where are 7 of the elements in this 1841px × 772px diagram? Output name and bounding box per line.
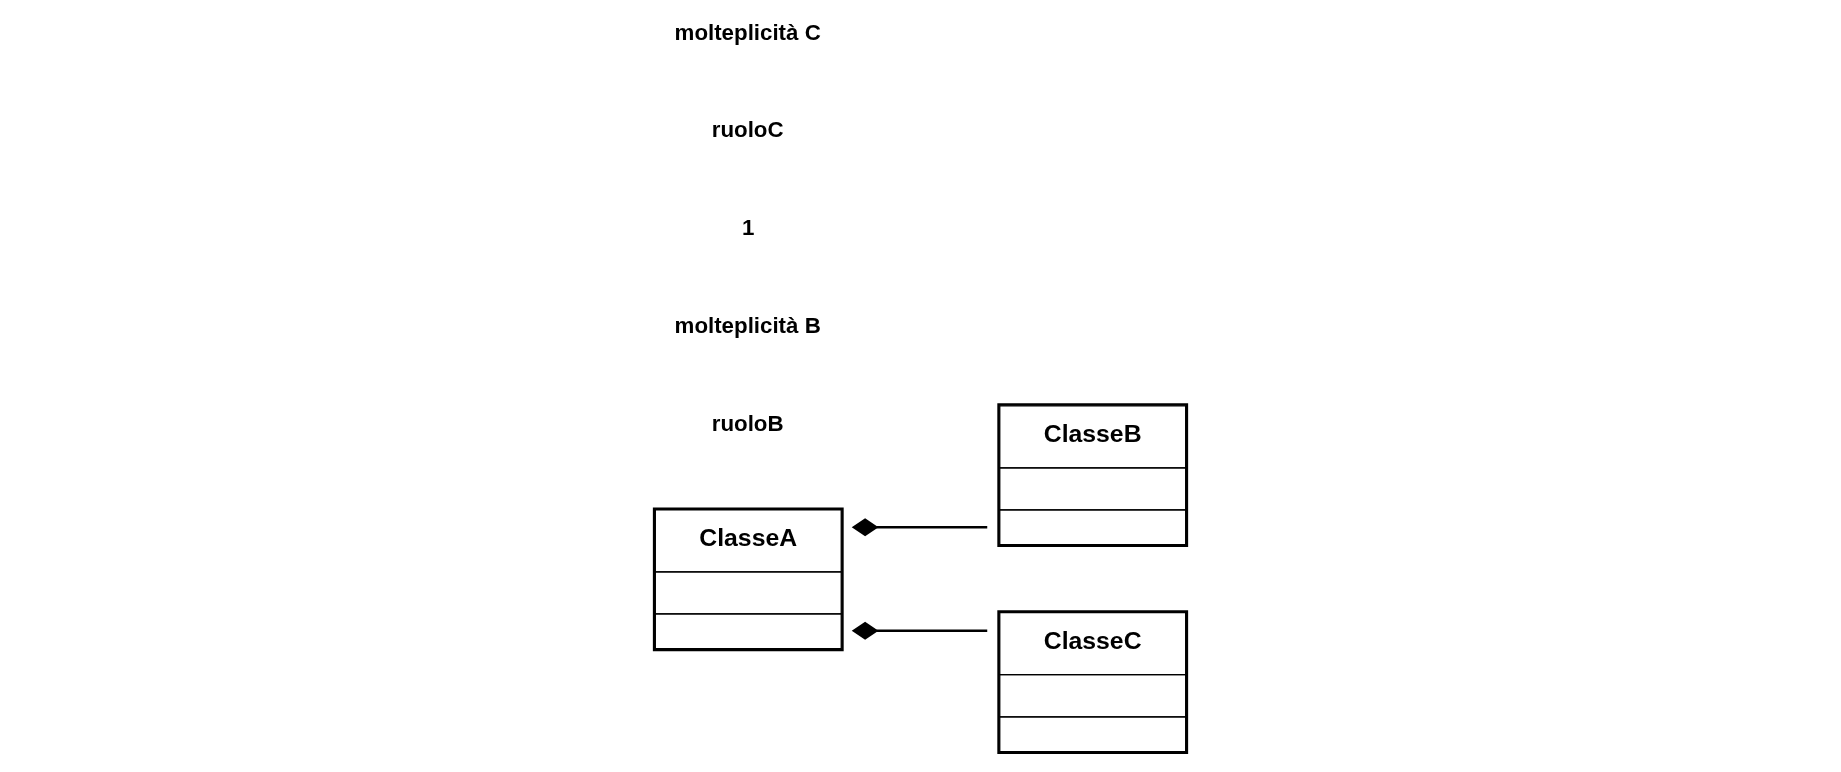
label: 1	[742, 215, 755, 241]
connector	[851, 621, 988, 640]
label: ruoloB	[711, 411, 784, 437]
connector	[851, 518, 988, 537]
label: molteplicità B	[674, 313, 821, 339]
label: ruoloC	[711, 117, 784, 143]
label: molteplicità C	[674, 19, 821, 45]
